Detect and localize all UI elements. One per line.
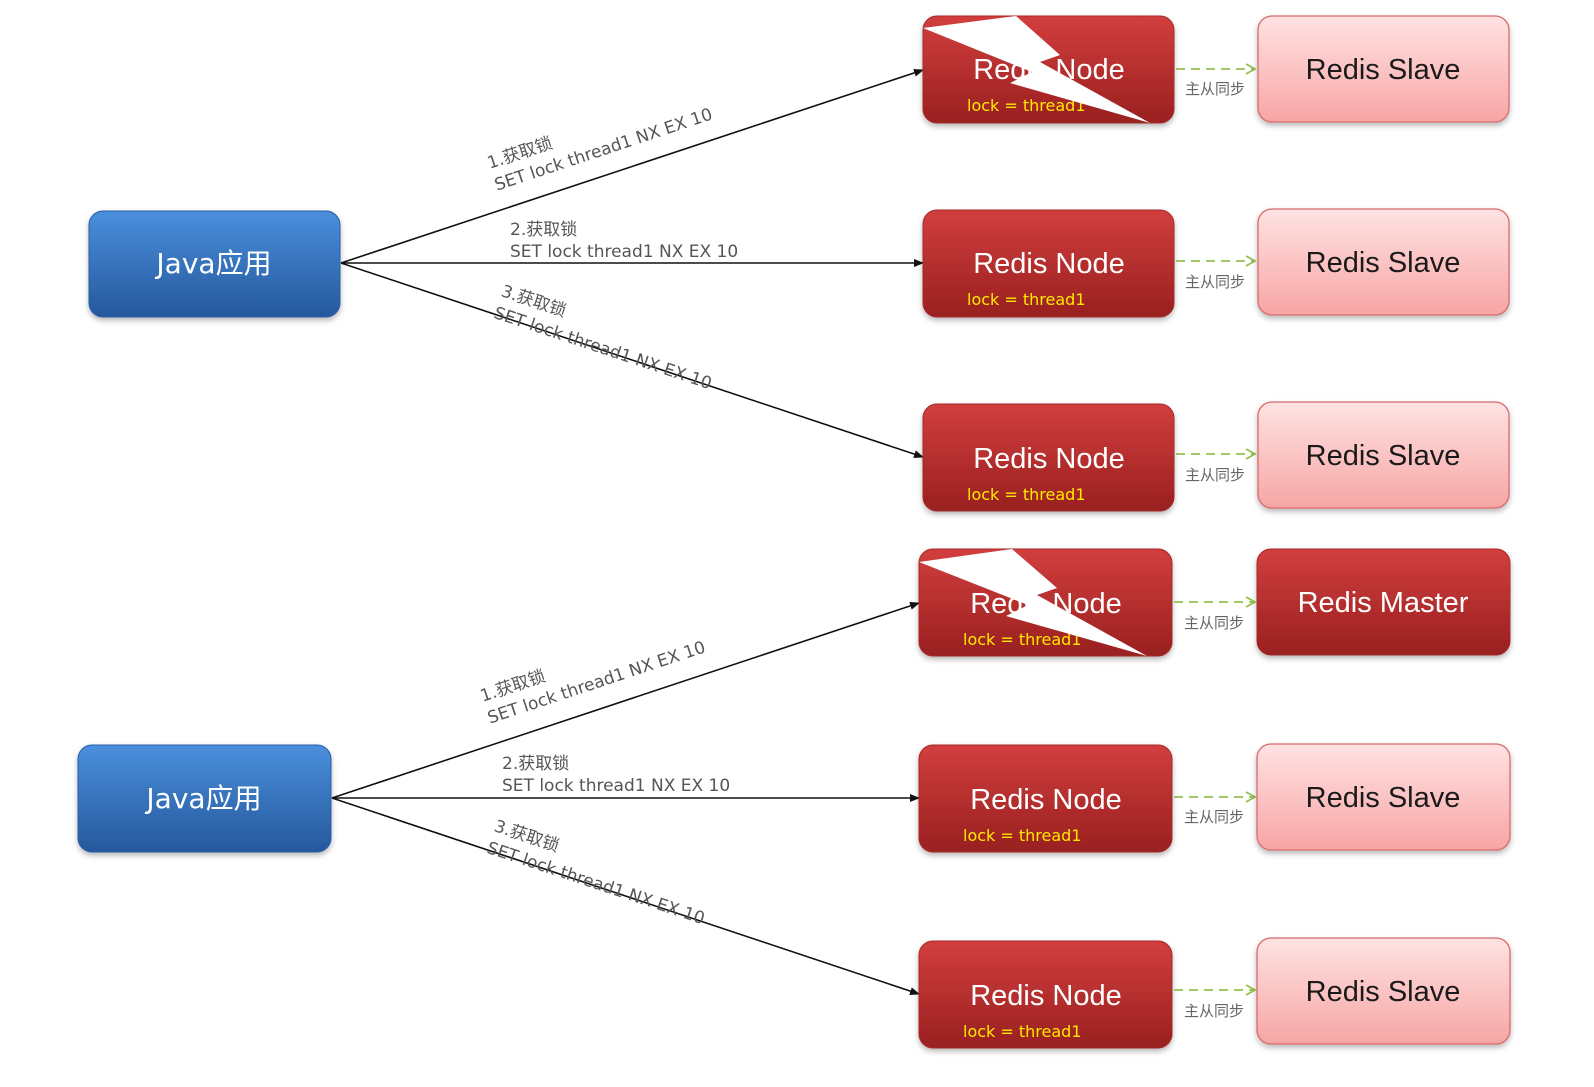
redis-master-title: Redis Master xyxy=(1298,587,1469,619)
sync-label-1: 主从同步 xyxy=(1184,614,1244,632)
arrow-2-step-label: 2.获取锁 xyxy=(502,754,569,774)
arrow-3-command-label: SET lock thread1 NX EX 10 xyxy=(484,838,707,929)
redis-slave-title: Redis Slave xyxy=(1306,976,1461,1008)
redis-slave-2: Redis Slave xyxy=(1256,743,1511,851)
arrow-2-command-label: SET lock thread1 NX EX 10 xyxy=(502,776,730,796)
lock-arrow-3 xyxy=(340,262,924,458)
lock-arrow-3 xyxy=(331,797,920,995)
redis-master: Redis Master xyxy=(1256,548,1511,656)
redis-node-lock-value: lock = thread1 xyxy=(967,290,1086,309)
arrow-2-command-label: SET lock thread1 NX EX 10 xyxy=(510,242,738,262)
redis-node-lock-value: lock = thread1 xyxy=(963,630,1082,649)
redis-node-3: Redis Node lock = thread1 xyxy=(922,403,1175,512)
lock-arrow-1 xyxy=(331,602,920,799)
redis-node-lock-value: lock = thread1 xyxy=(963,826,1082,845)
redis-slave-title: Redis Slave xyxy=(1306,440,1461,472)
java-app-box: Java应用 xyxy=(88,210,341,318)
lightning-failure-icon xyxy=(923,16,1150,123)
redis-slave-title: Redis Slave xyxy=(1306,54,1461,86)
lightning-failure-icon xyxy=(919,549,1147,656)
redis-slave-1: Redis Slave xyxy=(1257,15,1510,123)
sync-label-2: 主从同步 xyxy=(1184,808,1244,826)
redis-node-2: Redis Node lock = thread1 xyxy=(918,744,1173,853)
redis-node-lock-value: lock = thread1 xyxy=(967,96,1086,115)
redis-node-1: Redis Node lock = thread1 xyxy=(922,15,1175,124)
sync-label-1: 主从同步 xyxy=(1185,80,1245,98)
java-app-box: Java应用 xyxy=(77,744,332,853)
redis-node-title: Redis Node xyxy=(970,784,1122,816)
sync-label-3: 主从同步 xyxy=(1185,466,1245,484)
redis-node-1: Redis Node lock = thread1 xyxy=(918,548,1173,657)
redis-node-3: Redis Node lock = thread1 xyxy=(918,940,1173,1049)
arrow-3-command-label: SET lock thread1 NX EX 10 xyxy=(491,303,714,394)
diagram-1: Java应用 1.获取锁 SET lock thread1 NX EX 10 2… xyxy=(88,15,1510,512)
redis-slave-3: Redis Slave xyxy=(1257,401,1510,509)
diagram-2: Java应用 1.获取锁 SET lock thread1 NX EX 10 2… xyxy=(77,548,1511,1049)
redis-node-title: Redis Node xyxy=(973,443,1125,475)
redis-node-title: Redis Node xyxy=(973,248,1125,280)
redis-node-title: Redis Node xyxy=(970,980,1122,1012)
redis-slave-title: Redis Slave xyxy=(1306,782,1461,814)
sync-label-3: 主从同步 xyxy=(1184,1002,1244,1020)
redis-node-2: Redis Node lock = thread1 xyxy=(922,209,1175,318)
redis-node-lock-value: lock = thread1 xyxy=(963,1022,1082,1041)
arrow-2-step-label: 2.获取锁 xyxy=(510,220,577,240)
redis-slave-3: Redis Slave xyxy=(1256,937,1511,1045)
java-app-label: Java应用 xyxy=(154,247,271,280)
redis-slave-title: Redis Slave xyxy=(1306,247,1461,279)
lock-arrow-1 xyxy=(340,69,924,264)
java-app-label: Java应用 xyxy=(144,782,261,815)
redis-slave-2: Redis Slave xyxy=(1257,208,1510,316)
redis-node-lock-value: lock = thread1 xyxy=(967,485,1086,504)
sync-label-2: 主从同步 xyxy=(1185,273,1245,291)
